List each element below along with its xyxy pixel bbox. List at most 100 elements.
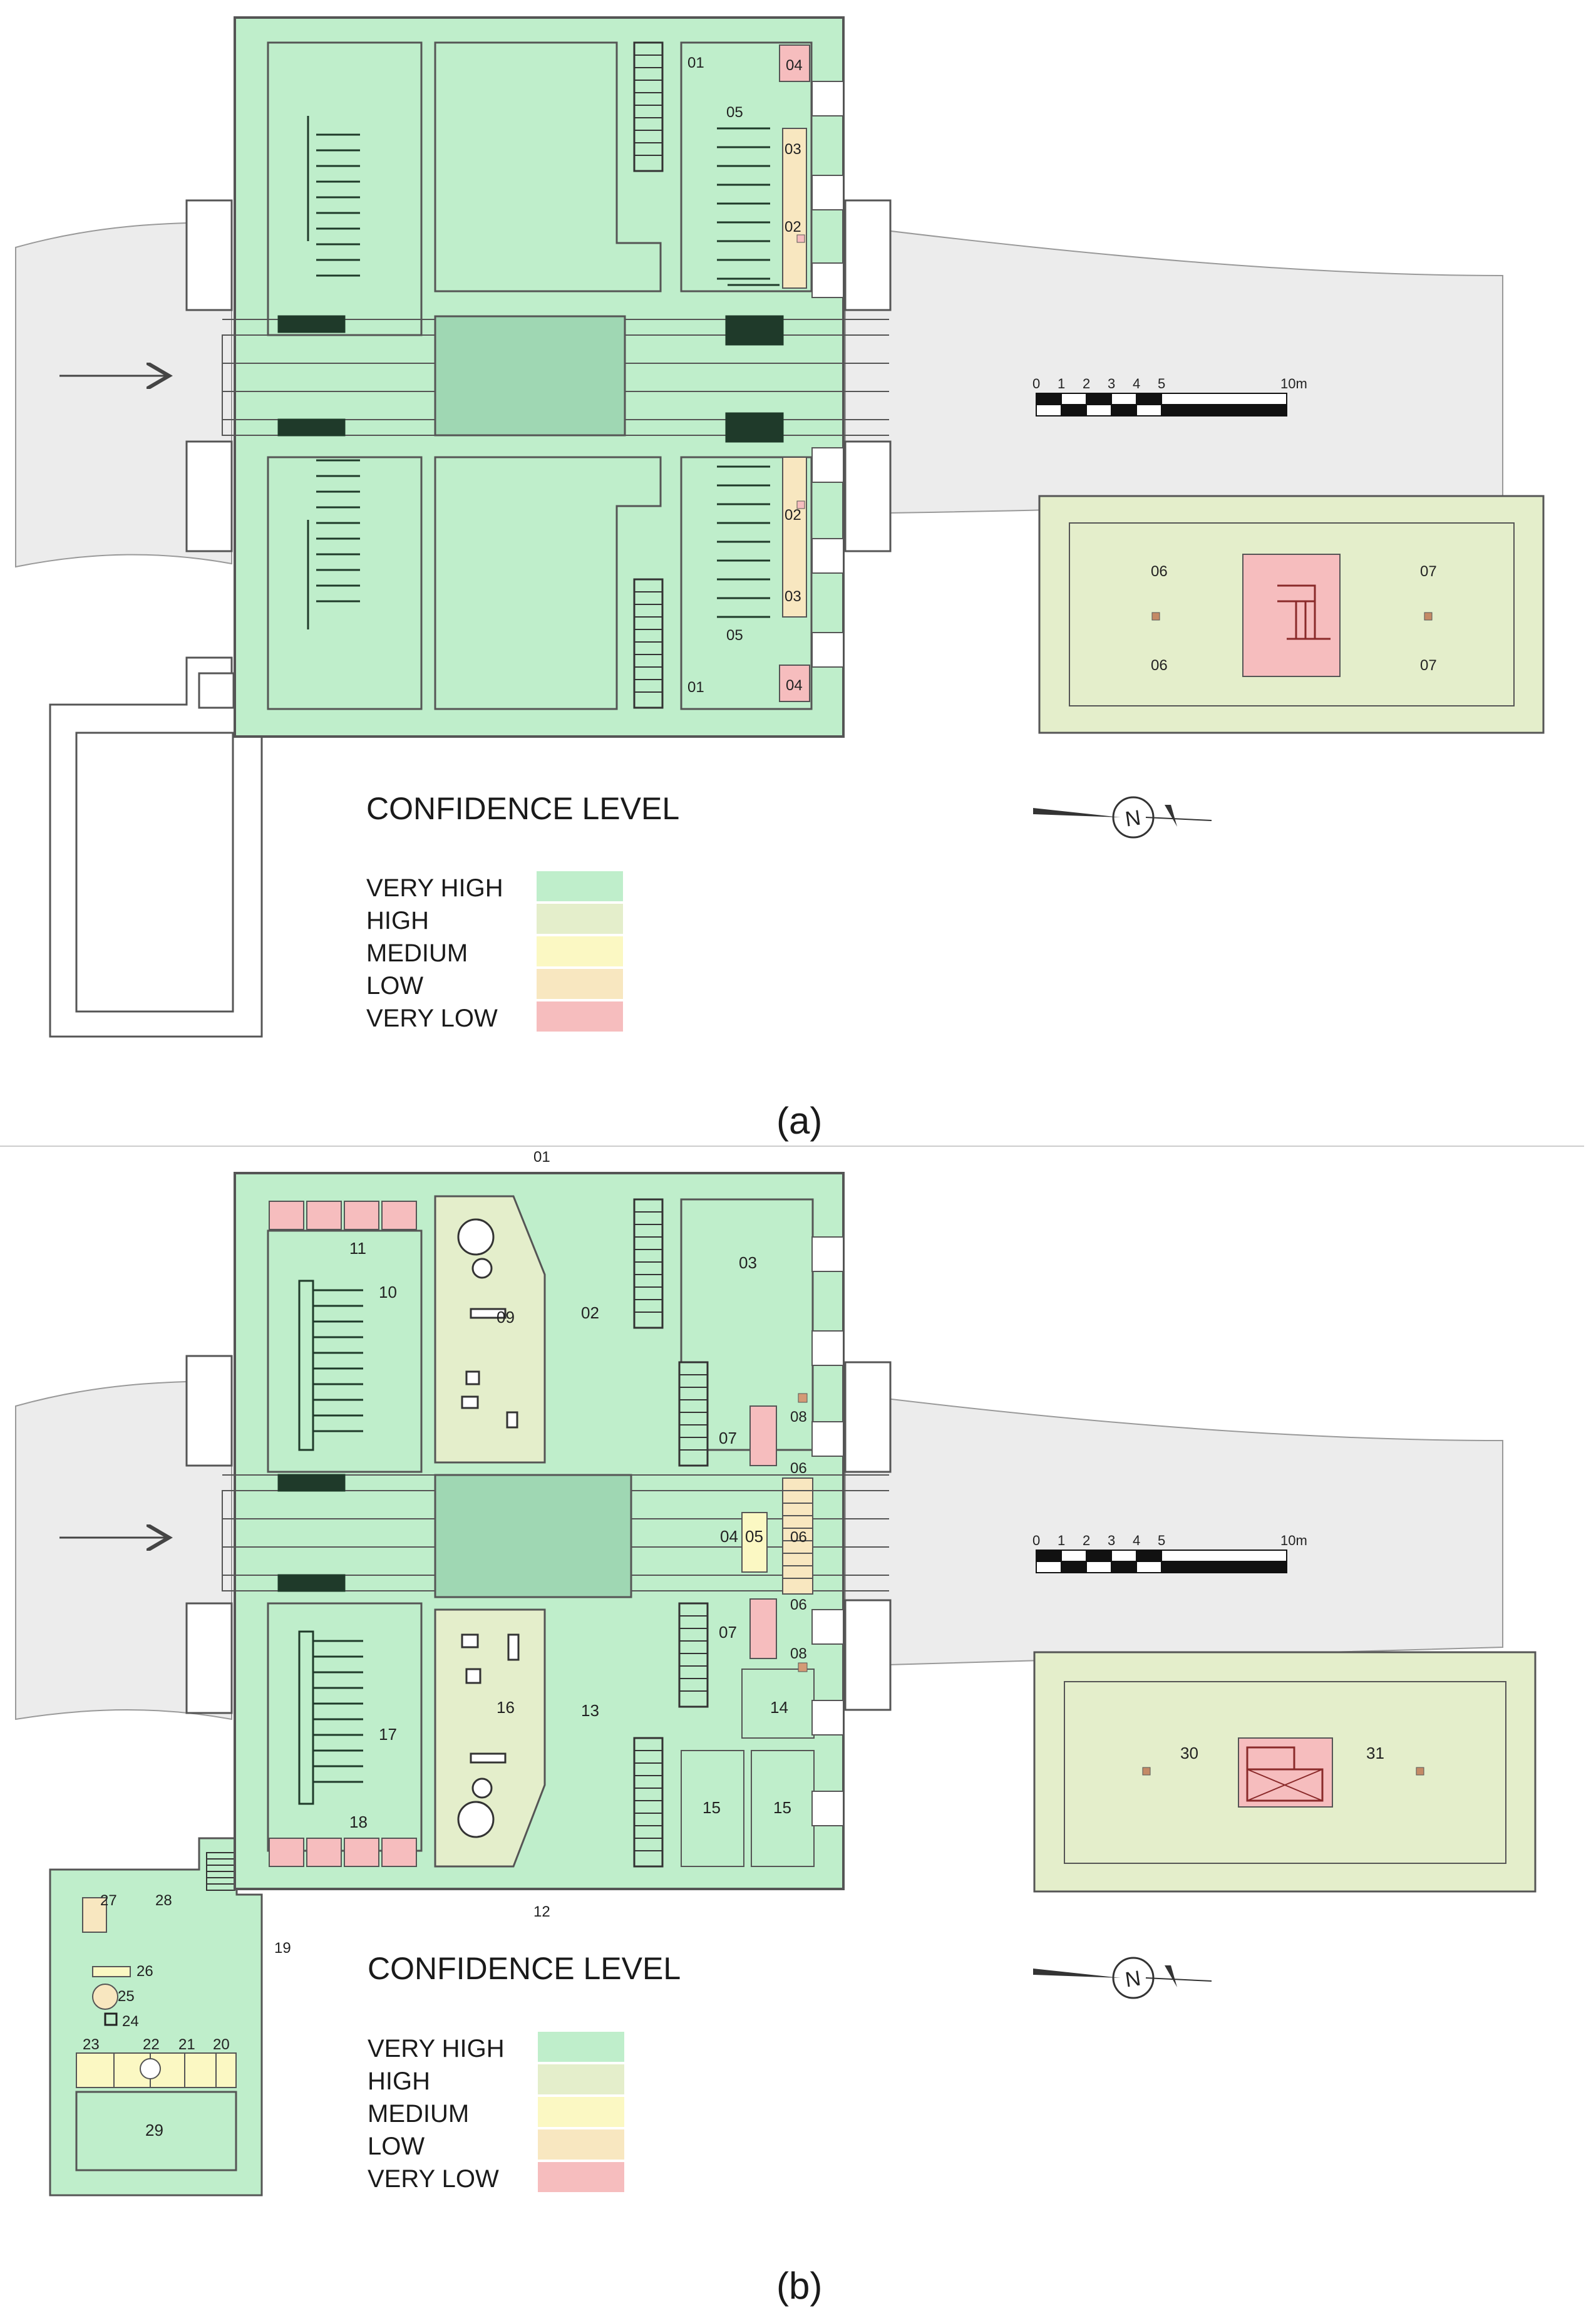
wing-wall-a-ne xyxy=(844,199,892,311)
machinery-b-west xyxy=(277,1280,363,1805)
room-b-10 xyxy=(267,1229,423,1473)
annex-b-item-25 xyxy=(92,1984,118,2010)
furniture-b-16 xyxy=(457,1633,520,1838)
label-b-r11: 11 xyxy=(349,1239,366,1258)
annex-b-item-27 xyxy=(82,1897,107,1933)
annex-b-item-22 xyxy=(140,2058,161,2079)
label-b-r10: 10 xyxy=(379,1283,397,1301)
b-legend-swatch xyxy=(538,2032,624,2062)
river-channel-a xyxy=(15,221,232,568)
element-b-05 xyxy=(741,1512,768,1573)
label-a-u07a: 07 xyxy=(1420,563,1437,580)
scale-segment xyxy=(1086,393,1112,405)
label-b-r09: 09 xyxy=(497,1308,515,1327)
label-b-r14: 14 xyxy=(770,1698,788,1717)
a-legend-swatch xyxy=(537,904,623,934)
north-arrow-a: N xyxy=(1033,796,1212,839)
b-legend-label: VERY LOW xyxy=(368,2165,499,2193)
a-legend-label: MEDIUM xyxy=(366,939,468,967)
label-b-r16: 16 xyxy=(497,1698,515,1717)
scale-segment xyxy=(1161,393,1287,405)
room-b-29 xyxy=(75,2091,237,2171)
label-b-r01: 01 xyxy=(533,1149,550,1166)
element-b-07-top xyxy=(749,1405,777,1466)
b-legend-label: LOW xyxy=(368,2133,425,2160)
scale-tick-label: 3 xyxy=(1108,376,1115,391)
label-b-r29: 29 xyxy=(145,2121,163,2139)
room-a-sw-large xyxy=(267,456,423,710)
wing-wall-b-nw xyxy=(185,1355,233,1467)
scale-segment xyxy=(1061,404,1087,417)
scale-segment xyxy=(1036,404,1062,417)
label-b-r28: 28 xyxy=(155,1892,172,1909)
legend-title-b: CONFIDENCE LEVEL xyxy=(368,1951,681,1986)
a-legend-swatch xyxy=(537,936,623,966)
room-b-16 xyxy=(434,1608,546,1868)
staircase-b-east-north xyxy=(678,1361,709,1467)
b-legend-swatch xyxy=(538,2064,624,2094)
furniture-b-09 xyxy=(457,1218,518,1429)
scale-tick-label: 0 xyxy=(1032,1533,1040,1548)
room-b-15b xyxy=(751,1750,815,1867)
label-b-r31: 31 xyxy=(1366,1744,1384,1762)
central-chamber-a xyxy=(434,315,626,437)
river-channel-b xyxy=(15,1380,232,1720)
room-a-north-central xyxy=(434,41,662,292)
scale-segment xyxy=(1161,1550,1287,1562)
scale-segment xyxy=(1136,393,1162,405)
b-legend-swatch xyxy=(538,2097,624,2127)
scale-tick-label: 5 xyxy=(1158,1533,1165,1548)
scale-tick-label: 3 xyxy=(1108,1533,1115,1548)
label-b-r15b: 15 xyxy=(773,1798,791,1817)
scale-segment xyxy=(1111,1561,1137,1573)
label-b-r21: 21 xyxy=(178,2036,195,2053)
label-b-r25: 25 xyxy=(118,1988,135,2005)
room-a-south-central xyxy=(434,456,662,710)
label-a-r02-top: 02 xyxy=(785,219,801,235)
label-b-r22: 22 xyxy=(143,2036,160,2053)
a-legend-label: VERY HIGH xyxy=(366,874,503,902)
label-a-r04-top: 04 xyxy=(786,57,803,74)
label-a-r03-bot: 03 xyxy=(785,588,801,605)
label-b-r06a: 06 xyxy=(790,1460,807,1477)
scale-segment xyxy=(1161,1561,1287,1573)
label-b-r05: 05 xyxy=(745,1527,763,1546)
label-b-r08b: 08 xyxy=(790,1645,807,1662)
label-a-r05-bot: 05 xyxy=(726,627,743,644)
label-b-r26: 26 xyxy=(136,1963,153,1980)
wing-wall-b-ne xyxy=(844,1361,892,1473)
scale-tick-label: 2 xyxy=(1083,1533,1090,1548)
label-a-r05-top: 05 xyxy=(726,104,743,121)
b-legend-swatch xyxy=(538,2162,624,2192)
element-b-07-bot xyxy=(749,1598,777,1659)
label-b-r08a: 08 xyxy=(790,1409,807,1425)
scale-segment xyxy=(1086,1550,1112,1562)
element-b-06 xyxy=(782,1477,813,1595)
label-b-r27: 27 xyxy=(100,1892,117,1909)
scale-segment xyxy=(1086,404,1112,417)
label-b-r23: 23 xyxy=(83,2036,100,2053)
central-chamber-b xyxy=(434,1474,632,1598)
label-b-r04: 04 xyxy=(720,1527,738,1546)
scale-segment xyxy=(1061,393,1087,405)
label-b-r19: 19 xyxy=(274,1940,291,1957)
room-b-15a xyxy=(681,1750,744,1867)
panel-a: 01 04 05 03 02 02 03 05 01 04 06 06 07 0… xyxy=(15,16,1545,1142)
cubicles-b-18 xyxy=(269,1838,417,1867)
scale-segment xyxy=(1111,393,1137,405)
scale-tick-label: 10m xyxy=(1280,1533,1307,1548)
a-legend-label: LOW xyxy=(366,972,423,1000)
label-a-u07b: 07 xyxy=(1420,657,1437,674)
scale-tick-label: 5 xyxy=(1158,376,1165,391)
legend-title-a: CONFIDENCE LEVEL xyxy=(366,791,679,826)
river-channel-a-east xyxy=(845,224,1503,515)
label-b-r24: 24 xyxy=(122,2013,139,2030)
scale-tick-label: 4 xyxy=(1133,1533,1140,1548)
b-legend-swatch xyxy=(538,2129,624,2160)
label-b-r17: 17 xyxy=(379,1725,397,1744)
scale-segment xyxy=(1136,404,1162,417)
scale-tick-label: 2 xyxy=(1083,376,1090,391)
